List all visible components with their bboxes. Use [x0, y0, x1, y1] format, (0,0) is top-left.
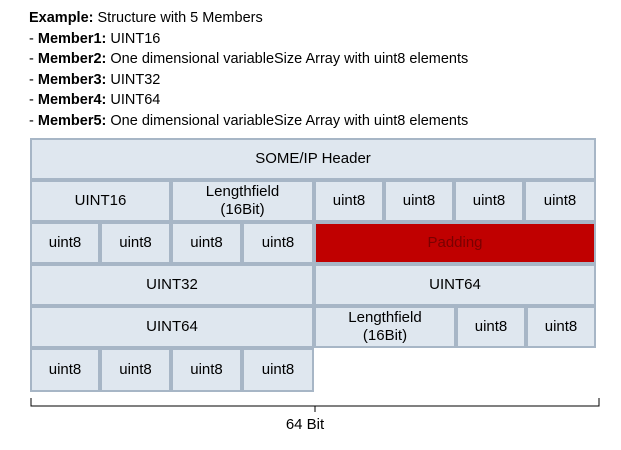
- member4-uint64-part2-cell: UINT64: [30, 306, 314, 348]
- uint8-cell: uint8: [524, 180, 596, 222]
- uint8-cell: uint8: [30, 222, 100, 264]
- member3-line: - Member3: UINT32: [29, 71, 161, 88]
- uint8-cell: uint8: [456, 306, 526, 348]
- uint8-cell: uint8: [171, 222, 242, 264]
- member2-line: - Member2: One dimensional variableSize …: [29, 51, 469, 67]
- padding-cell: Padding: [314, 222, 596, 264]
- member5-line: - Member5: One dimensional variableSize …: [29, 112, 469, 129]
- uint8-cell: uint8: [171, 348, 242, 392]
- byte-layout-grid: SOME/IP Header UINT16 Lengthfield (16Bit…: [30, 138, 596, 394]
- member1-uint16-cell: UINT16: [30, 180, 171, 222]
- uint8-cell: uint8: [314, 180, 384, 222]
- uint8-cell: uint8: [384, 180, 454, 222]
- member4-line: - Member4: UINT64: [29, 92, 161, 108]
- member2-lengthfield-cell: Lengthfield (16Bit): [171, 180, 314, 222]
- structure-description: Example: Structure with 5 Members - Memb…: [29, 8, 468, 131]
- someip-header-cell: SOME/IP Header: [30, 138, 596, 180]
- width-brace: [30, 398, 600, 412]
- uint8-cell: uint8: [30, 348, 100, 392]
- uint8-cell: uint8: [526, 306, 596, 348]
- member3-uint32-cell: UINT32: [30, 264, 314, 306]
- uint8-cell: uint8: [454, 180, 524, 222]
- member5-lengthfield-cell: Lengthfield (16Bit): [314, 306, 456, 348]
- member4-uint64-part1-cell: UINT64: [314, 264, 596, 306]
- description-title: Example: Structure with 5 Members: [29, 10, 263, 26]
- uint8-cell: uint8: [242, 222, 314, 264]
- width-label: 64 Bit: [285, 416, 325, 433]
- uint8-cell: uint8: [242, 348, 314, 392]
- member1-line: - Member1: UINT16: [29, 30, 161, 47]
- uint8-cell: uint8: [100, 222, 171, 264]
- uint8-cell: uint8: [100, 348, 171, 392]
